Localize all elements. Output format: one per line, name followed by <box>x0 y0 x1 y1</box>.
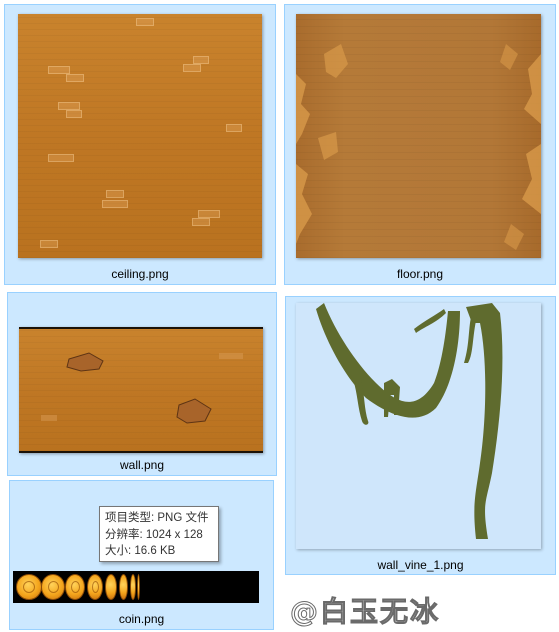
tooltip-dimensions: 分辨率: 1024 x 128 <box>105 528 203 541</box>
file-tile-wall-vine-1[interactable]: wall_vine_1.png <box>285 296 556 575</box>
file-name-floor: floor.png <box>396 267 444 281</box>
tooltip-type: 项目类型: PNG 文件 <box>105 512 209 524</box>
watermark: @白玉无冰 <box>290 595 441 629</box>
coin-icon <box>130 574 136 600</box>
coin-icon <box>119 574 128 600</box>
wall-vine-thumbnail <box>296 303 541 549</box>
file-tile-ceiling[interactable]: ceiling.png <box>4 4 276 285</box>
file-name-wall-vine-1: wall_vine_1.png <box>377 558 464 572</box>
coin-icon <box>105 574 117 600</box>
file-tile-floor[interactable]: floor.png <box>284 4 556 285</box>
coin-icon <box>87 574 103 600</box>
coin-icon <box>65 574 85 600</box>
file-name-coin: coin.png <box>118 612 165 626</box>
coin-thumbnail <box>13 571 259 603</box>
tooltip-size: 大小: 16.6 KB <box>105 545 176 557</box>
coin-icon <box>16 574 42 600</box>
file-name-ceiling: ceiling.png <box>111 267 169 281</box>
ceiling-thumbnail <box>18 14 262 258</box>
coin-icon <box>41 574 65 600</box>
coin-icon <box>137 574 140 600</box>
wall-thumbnail <box>19 327 263 453</box>
floor-thumbnail <box>296 14 541 258</box>
file-name-wall: wall.png <box>119 458 165 472</box>
file-info-tooltip: 项目类型: PNG 文件 分辨率: 1024 x 128 大小: 16.6 KB <box>99 506 219 562</box>
file-tile-wall[interactable]: wall.png <box>7 292 277 476</box>
